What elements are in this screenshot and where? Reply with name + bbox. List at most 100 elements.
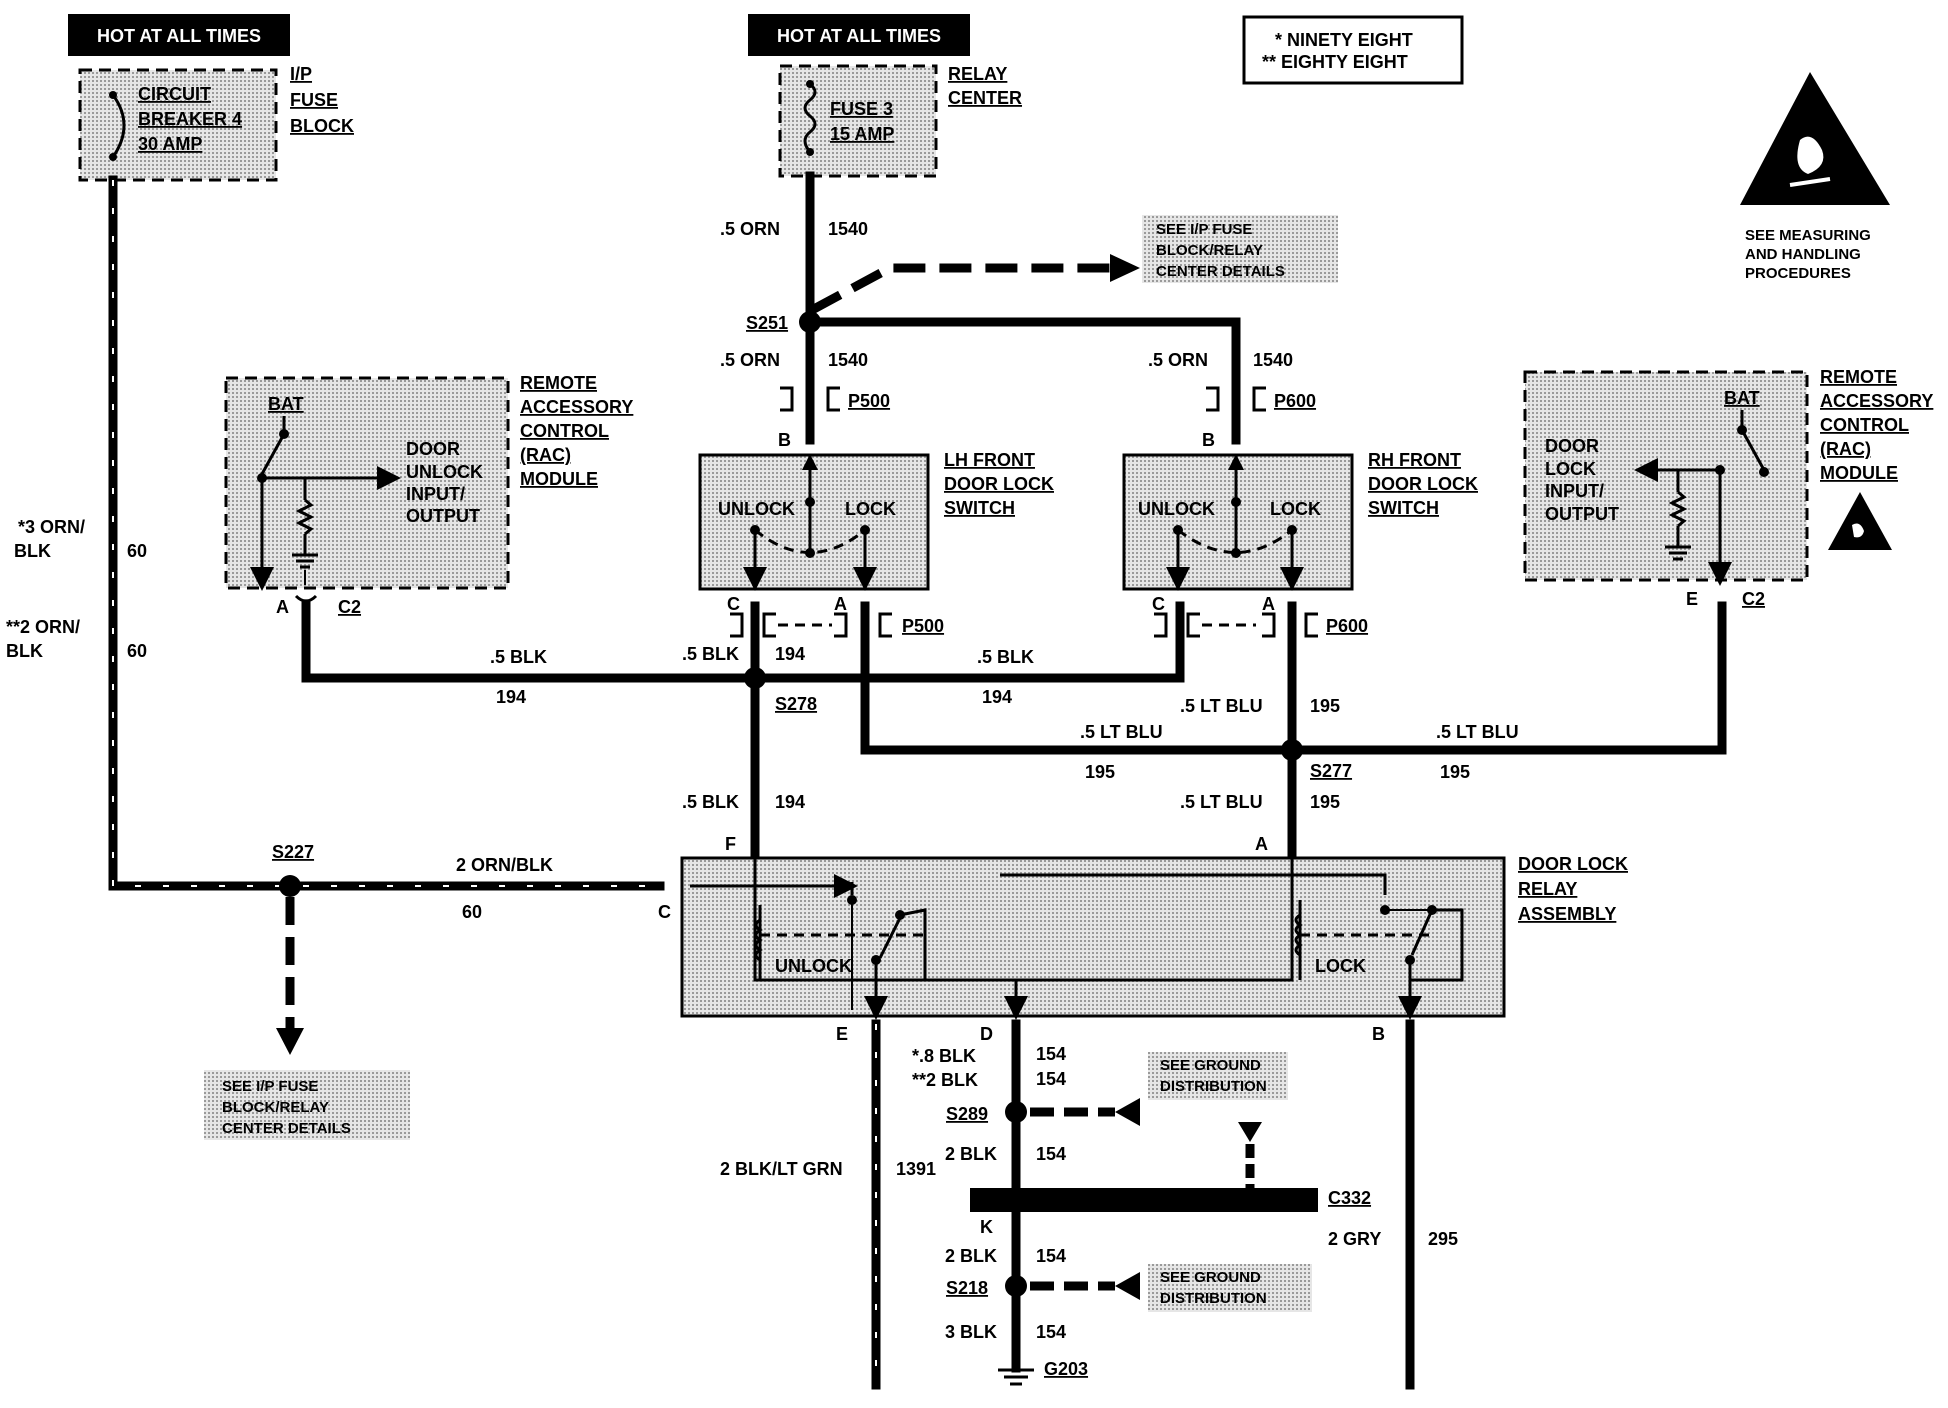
svg-text:.5 LT BLU: .5 LT BLU [1180,696,1263,716]
svg-text:.5 BLK: .5 BLK [682,792,739,812]
svg-text:194: 194 [982,687,1012,707]
svg-text:C: C [1152,594,1165,614]
svg-text:C: C [658,902,671,922]
connector-p600-upper: P600 [1206,386,1316,412]
svg-text:**2 ORN/: **2 ORN/ [6,617,80,637]
svg-text:F: F [725,834,736,854]
svg-text:BAT: BAT [1724,388,1760,408]
svg-text:SEE GROUND: SEE GROUND [1160,1057,1261,1074]
svg-text:60: 60 [127,641,147,661]
svg-text:154: 154 [1036,1044,1066,1064]
svg-text:.5 LT BLU: .5 LT BLU [1080,722,1163,742]
svg-text:BLK: BLK [14,541,51,561]
svg-text:60: 60 [462,902,482,922]
svg-text:SEE GROUND: SEE GROUND [1160,1269,1261,1286]
svg-text:SWITCH: SWITCH [1368,498,1439,518]
svg-text:ACCESSORY: ACCESSORY [520,397,633,417]
svg-text:154: 154 [1036,1322,1066,1342]
svg-text:UNLOCK: UNLOCK [718,499,795,519]
svg-text:DISTRIBUTION: DISTRIBUTION [1160,1290,1267,1307]
svg-text:DOOR LOCK: DOOR LOCK [1368,474,1478,494]
svg-text:OUTPUT: OUTPUT [1545,504,1619,524]
svg-text:B: B [1202,430,1215,450]
svg-text:15 AMP: 15 AMP [830,124,894,144]
svg-text:UNLOCK: UNLOCK [1138,499,1215,519]
svg-text:P600: P600 [1274,391,1316,411]
svg-text:HOT AT ALL TIMES: HOT AT ALL TIMES [97,26,261,46]
svg-text:ASSEMBLY: ASSEMBLY [1518,904,1616,924]
wire-1540-to-rh [805,317,1241,445]
svg-text:SEE I/P FUSE: SEE I/P FUSE [1156,221,1252,238]
svg-text:154: 154 [1036,1144,1066,1164]
connector-p600-lower: P600 [1154,612,1368,638]
svg-text:**2 BLK: **2 BLK [912,1070,978,1090]
svg-text:S289: S289 [946,1104,988,1124]
ip-fuse-label-1: I/P [290,64,312,84]
svg-text:P500: P500 [902,616,944,636]
svg-text:*.8 BLK: *.8 BLK [912,1046,976,1066]
svg-text:194: 194 [496,687,526,707]
splice-s277 [1281,739,1303,761]
svg-text:A: A [1262,594,1275,614]
relay-center-label-2: CENTER [948,88,1022,108]
svg-text:SWITCH: SWITCH [944,498,1015,518]
svg-text:LOCK: LOCK [1315,956,1366,976]
see-ip-fuse-details-top: SEE I/P FUSE BLOCK/RELAY CENTER DETAILS [1142,215,1338,283]
svg-text:2 BLK/LT GRN: 2 BLK/LT GRN [720,1159,843,1179]
svg-text:154: 154 [1036,1069,1066,1089]
svg-text:BLK: BLK [6,641,43,661]
svg-text:BAT: BAT [268,394,304,414]
dashed-ref-wire [809,263,1115,314]
svg-text:60: 60 [127,541,147,561]
svg-text:P600: P600 [1326,616,1368,636]
svg-text:HOT AT ALL TIMES: HOT AT ALL TIMES [777,26,941,46]
svg-text:1540: 1540 [828,350,868,370]
svg-text:C332: C332 [1328,1188,1371,1208]
relay-center-label-1: RELAY [948,64,1007,84]
svg-text:195: 195 [1085,762,1115,782]
svg-text:BREAKER 4: BREAKER 4 [138,109,242,129]
svg-text:S278: S278 [775,694,817,714]
svg-text:SEE I/P FUSE: SEE I/P FUSE [222,1078,318,1095]
svg-text:195: 195 [1310,792,1340,812]
svg-text:DOOR LOCK: DOOR LOCK [1518,854,1628,874]
svg-text:B: B [1372,1024,1385,1044]
splice-s278 [744,667,766,689]
svg-text:.5 BLK: .5 BLK [490,647,547,667]
svg-text:.5 ORN: .5 ORN [720,350,780,370]
svg-text:DOOR: DOOR [406,439,460,459]
esd-note-line-3: PROCEDURES [1745,265,1851,282]
esd-note-line-2: AND HANDLING [1745,246,1861,263]
ip-fuse-label-2: FUSE [290,90,338,110]
svg-text:CENTER DETAILS: CENTER DETAILS [222,1120,351,1137]
connector-p500-upper: P500 [780,386,890,412]
svg-text:UNLOCK: UNLOCK [406,462,483,482]
svg-text:1391: 1391 [896,1159,936,1179]
svg-text:INPUT/: INPUT/ [406,484,465,504]
svg-text:295: 295 [1428,1229,1458,1249]
splice-s218 [1005,1275,1027,1297]
svg-text:CENTER DETAILS: CENTER DETAILS [1156,263,1285,280]
ip-fuse-block: CIRCUIT BREAKER 4 30 AMP [78,68,278,182]
svg-text:LH FRONT: LH FRONT [944,450,1035,470]
svg-text:1540: 1540 [1253,350,1293,370]
svg-text:FUSE 3: FUSE 3 [830,99,893,119]
model-legend: * NINETY EIGHT ** EIGHTY EIGHT [1242,15,1464,85]
svg-text:MODULE: MODULE [1820,463,1898,483]
svg-text:.5 LT BLU: .5 LT BLU [1436,722,1519,742]
ip-fuse-label-3: BLOCK [290,116,354,136]
svg-text:E: E [836,1024,848,1044]
svg-text:LOCK: LOCK [1270,499,1321,519]
svg-text:.5 BLK: .5 BLK [682,644,739,664]
svg-text:REMOTE: REMOTE [520,373,597,393]
svg-text:2 GRY: 2 GRY [1328,1229,1381,1249]
svg-text:ACCESSORY: ACCESSORY [1820,391,1933,411]
see-ground-distribution-1: SEE GROUND DISTRIBUTION [1148,1052,1288,1100]
svg-text:3 BLK: 3 BLK [945,1322,997,1342]
relay-center-fuse: FUSE 3 15 AMP [778,64,938,178]
wire-1540-size-top: .5 ORN [720,219,780,239]
connector-p500-lower: P500 [730,612,944,638]
svg-text:.5 LT BLU: .5 LT BLU [1180,792,1263,812]
svg-text:** EIGHTY EIGHT: ** EIGHTY EIGHT [1262,52,1408,72]
svg-text:BLOCK/RELAY: BLOCK/RELAY [222,1099,329,1116]
